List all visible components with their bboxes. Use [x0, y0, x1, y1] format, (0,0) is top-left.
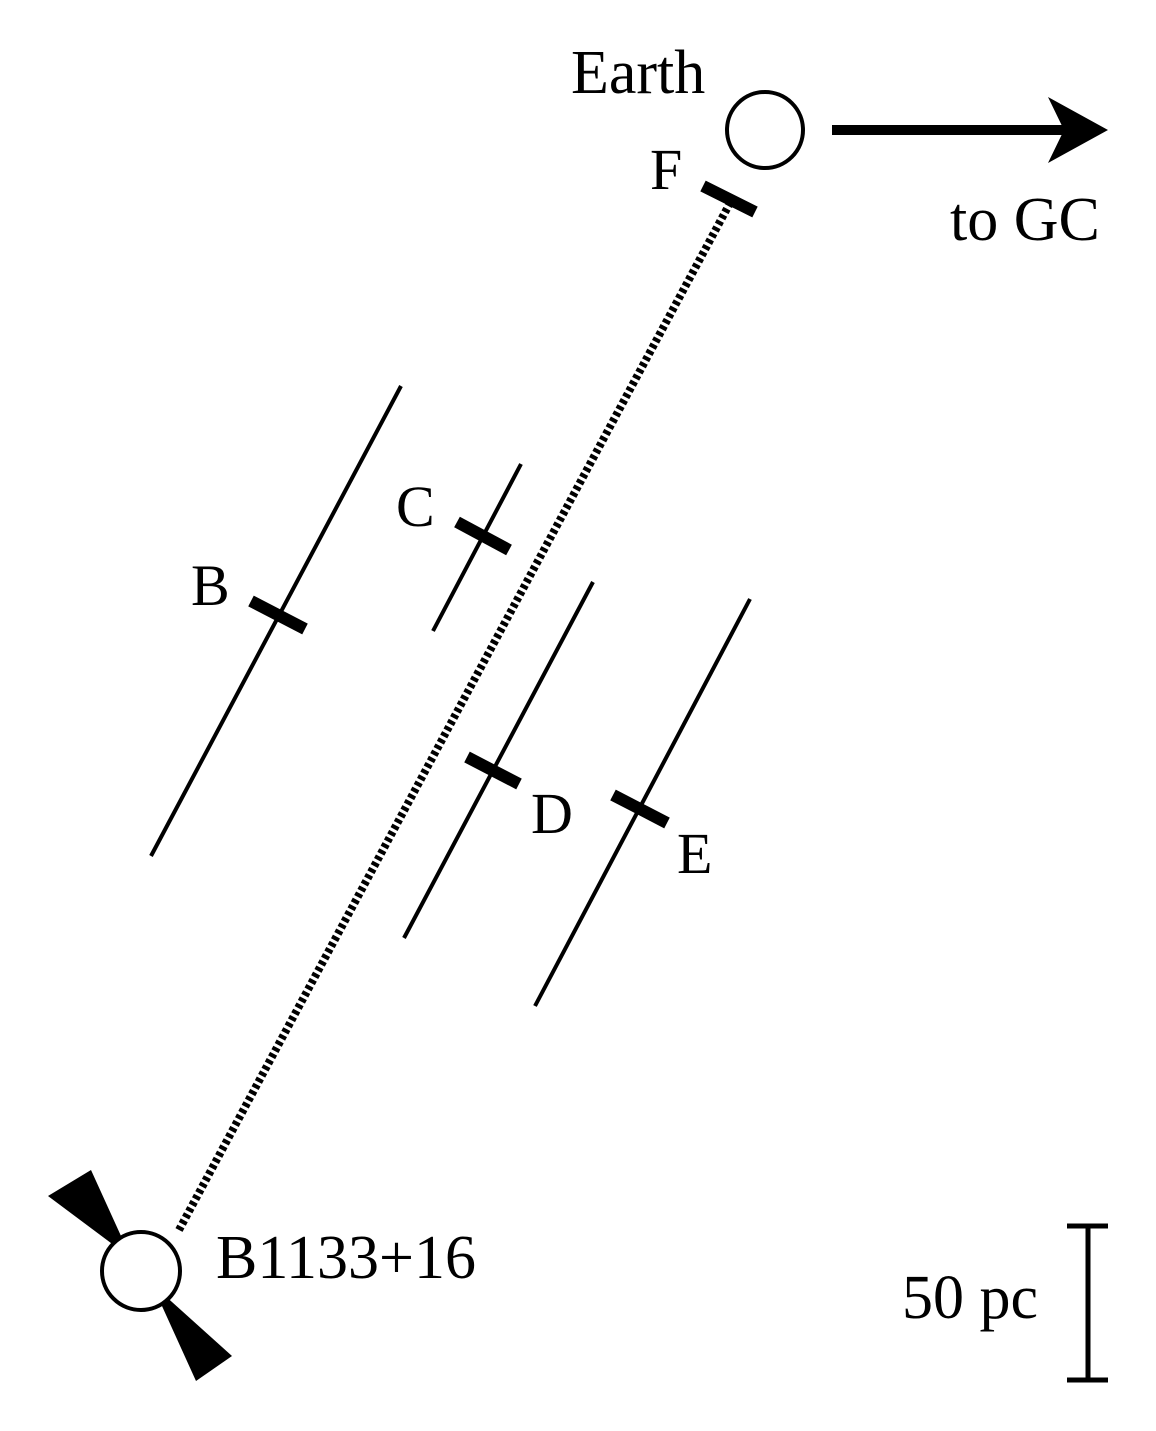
scale-label: 50 pc: [902, 1264, 1038, 1332]
pulsar-label: B1133+16: [216, 1224, 476, 1292]
screen-d-tick: [464, 751, 522, 790]
screen-f-label: F: [650, 137, 682, 202]
screen-e-line: [533, 598, 752, 1007]
pulsar-beam-upper: [48, 1170, 131, 1258]
earth-label: Earth: [571, 39, 705, 107]
screen-b-line: [149, 385, 403, 857]
pulsar-circle: [100, 1230, 182, 1312]
line-of-sight-dotted: [175, 201, 734, 1232]
screen-e-label: E: [677, 821, 712, 886]
screen-c-label: C: [396, 474, 435, 539]
screen-f-tick: [700, 180, 758, 218]
screen-e-tick: [610, 789, 670, 829]
screen-d-label: D: [531, 781, 573, 846]
screen-d-line: [402, 581, 595, 939]
screen-b-label: B: [191, 553, 230, 618]
to-gc-arrow-head: [1048, 97, 1108, 163]
screen-c-tick: [454, 516, 512, 556]
screen-b-tick: [248, 595, 308, 635]
earth-circle: [725, 90, 805, 170]
pulsar-beam-lower: [152, 1284, 232, 1381]
screen-c-line: [431, 463, 523, 632]
to-gc-label: to GC: [950, 186, 1100, 254]
